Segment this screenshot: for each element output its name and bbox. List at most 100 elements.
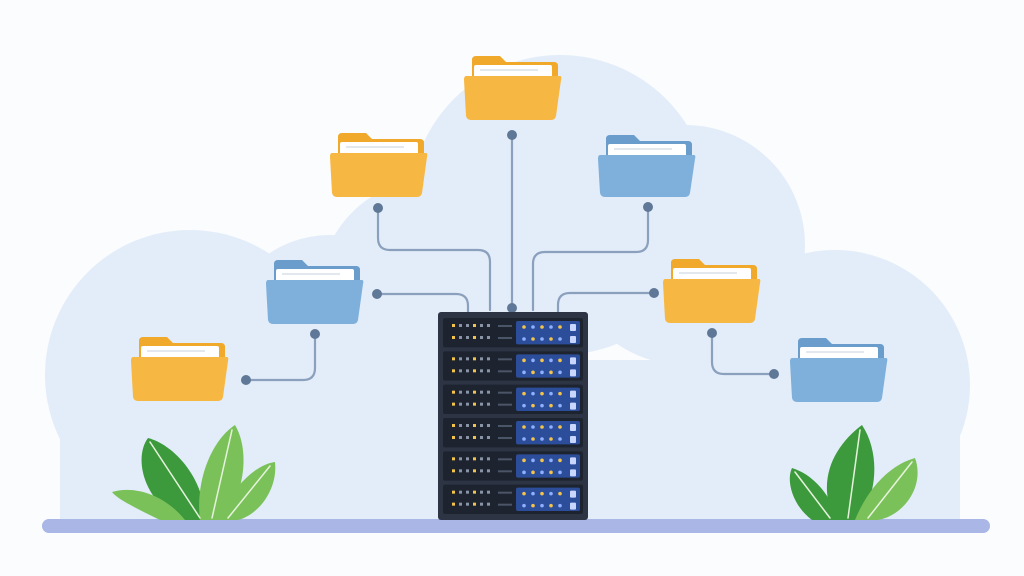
status-led (459, 390, 462, 394)
panel-led (540, 425, 544, 429)
folder-front (598, 155, 696, 197)
panel-led (522, 503, 526, 508)
panel-port (570, 502, 576, 510)
status-led (480, 369, 483, 373)
status-led (466, 436, 469, 439)
status-led (473, 324, 476, 327)
status-led (466, 369, 469, 373)
status-led (473, 390, 476, 394)
panel-port (570, 424, 576, 431)
panel-led (558, 458, 562, 463)
leaf (112, 489, 185, 520)
panel-led (531, 458, 535, 463)
panel-led (531, 503, 535, 508)
panel-led (540, 491, 544, 496)
status-led (473, 357, 476, 361)
folder-front (663, 279, 761, 323)
panel-led (558, 370, 562, 375)
server-unit (443, 384, 583, 414)
panel-led (549, 358, 553, 363)
status-led (487, 357, 490, 361)
status-led (452, 469, 455, 473)
status-led (487, 469, 490, 473)
panel-port (570, 490, 576, 498)
status-led (473, 502, 476, 506)
panel-led (531, 358, 535, 363)
panel-port (570, 324, 576, 331)
panel-led (549, 391, 553, 396)
plant-right (789, 425, 918, 520)
folder-lower-right (790, 338, 888, 402)
status-led (473, 336, 476, 339)
status-led (487, 424, 490, 427)
status-led (480, 490, 483, 494)
panel-led (558, 491, 562, 496)
status-led (487, 336, 490, 339)
panel-led (549, 403, 553, 408)
panel-led (522, 403, 526, 408)
vent-slot (498, 391, 512, 394)
panel-led (531, 325, 535, 329)
panel-led (531, 391, 535, 396)
status-led (452, 436, 455, 439)
server-unit (443, 418, 583, 448)
folder-front (790, 358, 888, 402)
folder-upper-left (330, 133, 428, 197)
vent-slot (498, 491, 512, 494)
status-led (480, 336, 483, 339)
status-led (480, 469, 483, 473)
folder-front (131, 357, 229, 401)
connector-middle-left (375, 292, 470, 314)
vent-slot (498, 325, 512, 327)
status-led (466, 402, 469, 406)
status-led (459, 402, 462, 406)
connector-middle-right (556, 291, 656, 314)
folder-middle-left (266, 260, 364, 324)
status-led (459, 324, 462, 327)
panel-led (558, 403, 562, 408)
status-led (452, 424, 455, 427)
status-led (466, 324, 469, 327)
panel-led (531, 337, 535, 341)
panel-port (570, 469, 576, 477)
status-led (487, 490, 490, 494)
status-led (473, 490, 476, 494)
panel-led (522, 370, 526, 375)
status-led (480, 436, 483, 439)
status-led (487, 402, 490, 406)
folder-lower-left (131, 337, 229, 401)
panel-led (522, 391, 526, 396)
server-unit (443, 484, 583, 514)
panel-led (558, 358, 562, 363)
connector-upper-left (376, 206, 492, 312)
connector-dot (507, 130, 517, 140)
status-led (466, 502, 469, 506)
leaf (855, 458, 918, 520)
panel-led (558, 425, 562, 429)
status-led (452, 402, 455, 406)
status-led (473, 424, 476, 427)
status-led (452, 390, 455, 394)
paper-line (614, 148, 672, 150)
panel-led (540, 337, 544, 341)
paper-line (679, 272, 737, 274)
status-led (480, 402, 483, 406)
panel-led (531, 425, 535, 429)
panel-led (549, 458, 553, 463)
ground-line (42, 519, 990, 533)
leaf-vein (149, 429, 271, 519)
status-led (480, 457, 483, 461)
status-led (466, 336, 469, 339)
status-led (487, 457, 490, 461)
folder-front (330, 153, 428, 197)
panel-port (570, 336, 576, 343)
leaf (215, 462, 276, 520)
connector-dot (373, 203, 383, 213)
paper-line (480, 69, 538, 71)
panel-led (558, 503, 562, 508)
panel-port (570, 436, 576, 443)
vent-slot (498, 470, 512, 473)
status-led (466, 457, 469, 461)
panel-led (549, 370, 553, 375)
connector-dot (310, 329, 320, 339)
